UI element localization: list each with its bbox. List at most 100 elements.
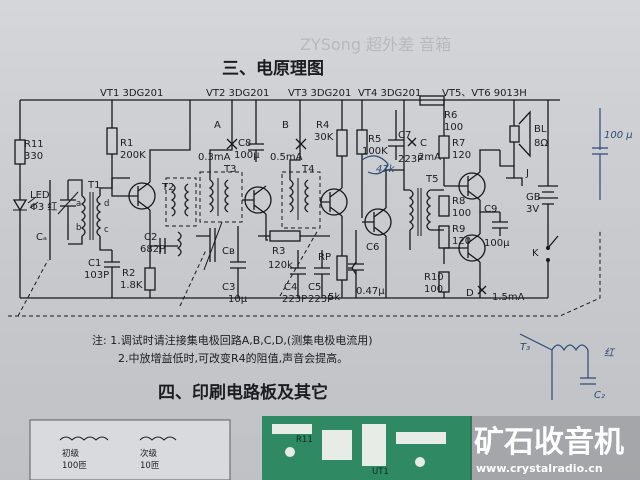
pcb-r11-label: R11 xyxy=(296,435,313,445)
label-r7: R7 xyxy=(452,138,465,149)
label-test-c: C xyxy=(420,138,427,149)
r2-resistor xyxy=(144,240,156,298)
label-c5-value: 223P xyxy=(308,294,333,305)
label-d-current: 1.5mA xyxy=(492,292,525,303)
label-a-current: 0.3mA xyxy=(198,152,231,163)
label-c2: C2 xyxy=(144,232,157,243)
note-line-2: 2.中放增益低时,可改变R4的阻值,声音会提高。 xyxy=(118,351,348,365)
label-ca: Cₐ xyxy=(36,232,47,243)
label-c4-value: 223P xyxy=(282,294,307,305)
t3-if-transformer xyxy=(199,100,243,223)
pcb-region xyxy=(29,416,472,480)
label-switch: K xyxy=(532,248,539,259)
label-rp: RP xyxy=(318,252,331,263)
label-test-b: B xyxy=(282,120,289,131)
note-c2: C₂ xyxy=(594,390,605,401)
label-c6: C6 xyxy=(366,242,379,253)
label-led: LED xyxy=(30,190,50,201)
pcb-ut1-label: UT1 xyxy=(372,467,389,477)
label-rp-value: 5k xyxy=(328,292,340,303)
speaker-bl xyxy=(499,100,531,167)
label-coil-b: b xyxy=(76,223,81,233)
label-r3: R3 xyxy=(272,246,285,257)
label-c3: C3 xyxy=(222,282,235,293)
label-t3: T3 xyxy=(223,164,236,175)
label-r3-value: 120k xyxy=(268,260,293,271)
label-c5: C5 xyxy=(308,282,321,293)
label-r2-value: 1.8K xyxy=(120,280,143,291)
label-coil-c: c xyxy=(104,225,109,235)
label-gb: GB xyxy=(526,192,541,203)
r1-resistor xyxy=(106,100,118,178)
label-c3-value: 10μ xyxy=(228,294,248,305)
c8-capacitor xyxy=(248,100,264,162)
label-c2-value: 682P xyxy=(140,244,165,255)
label-gb-value: 3V xyxy=(526,204,539,215)
label-test-a: A xyxy=(214,120,221,131)
watermark-backdrop xyxy=(470,416,640,480)
earphone-jack xyxy=(506,166,523,186)
label-r4: R4 xyxy=(316,120,329,131)
label-c9: C9 xyxy=(484,204,497,215)
label-r5-value: 100K xyxy=(362,146,388,157)
section3-title: 三、电原理图 xyxy=(222,58,324,79)
watermark-brand: 矿石收音机 xyxy=(474,425,624,460)
pcb-secondary-turns: 10匝 xyxy=(140,461,160,471)
label-r11-value: 330 xyxy=(24,151,43,162)
c9-capacitor xyxy=(492,212,508,236)
power-switch-k xyxy=(546,235,559,298)
label-cb: Cʙ xyxy=(222,246,235,257)
label-b-current: 0.5mA xyxy=(270,152,303,163)
label-r7-value: 120 xyxy=(452,150,471,161)
label-r6: R6 xyxy=(444,110,457,121)
label-c7-value: 223P xyxy=(398,154,423,165)
note-100u: 100 μ xyxy=(604,130,633,141)
note-red: 红 xyxy=(604,347,616,359)
label-c6-value: 0.47μ xyxy=(356,286,385,297)
label-coil-d: d xyxy=(104,199,109,209)
label-r2: R2 xyxy=(122,268,135,279)
battery-gb xyxy=(538,100,558,238)
handwritten-annotations xyxy=(361,108,608,400)
bleed-through-text: ZYSong 超外差 音箱 xyxy=(300,35,451,54)
vt4-transistor xyxy=(362,169,404,298)
t5-driver-transformer xyxy=(403,100,444,250)
label-c4: C4 xyxy=(284,282,297,293)
label-r6-value: 100 xyxy=(444,122,463,133)
label-r8-value: 100 xyxy=(452,208,471,219)
label-vt56: VT5、VT6 9013H xyxy=(442,88,527,99)
label-vt1: VT1 3DG201 xyxy=(100,88,163,99)
pcb-primary-turns: 100匝 xyxy=(62,461,87,471)
pcb-primary-label: 初级 xyxy=(62,448,80,459)
label-t2: T2 xyxy=(161,182,174,193)
c5-capacitor xyxy=(314,250,330,298)
label-r8: R8 xyxy=(452,196,465,207)
label-bl-value: 8Ω xyxy=(534,138,548,149)
vt5-transistor xyxy=(444,149,500,212)
label-r1: R1 xyxy=(120,138,133,149)
rp-potentiometer xyxy=(336,216,357,298)
vt3-transistor xyxy=(320,187,348,217)
r3-resistor xyxy=(258,230,330,242)
label-t1: T1 xyxy=(87,180,100,191)
label-c8: C8 xyxy=(238,138,251,149)
label-r9-value: 120 xyxy=(452,236,471,247)
t1-antenna-coil xyxy=(49,177,130,260)
label-jack: J xyxy=(525,168,529,179)
label-r11: R11 xyxy=(24,139,44,150)
label-t5: T5 xyxy=(425,174,438,185)
watermark-url: www.crystalradio.cn xyxy=(476,462,603,475)
label-coil-a: a xyxy=(76,199,81,209)
c2-capacitor xyxy=(150,238,178,254)
section4-title: 四、印刷电路板及其它 xyxy=(158,382,328,403)
label-c1: C1 xyxy=(88,258,101,269)
label-r10-value: 100 xyxy=(424,284,443,295)
label-r5: R5 xyxy=(368,134,381,145)
r5-resistor xyxy=(356,100,368,218)
r4-resistor xyxy=(336,100,348,188)
label-vt3: VT3 3DG201 xyxy=(288,88,351,99)
label-bl: BL xyxy=(534,124,547,135)
